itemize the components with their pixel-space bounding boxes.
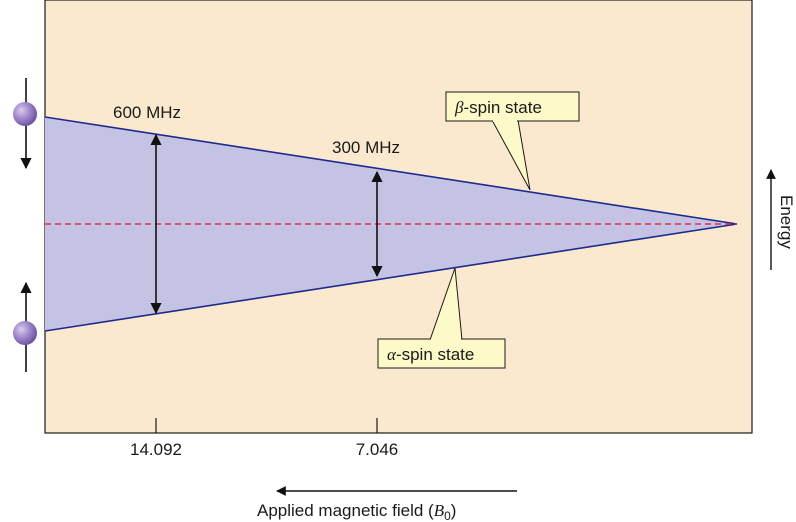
x-tick-label-7046: 7.046 (356, 440, 399, 459)
alpha-symbol: α (387, 345, 397, 364)
x-axis-title: Applied magnetic field (B0) (257, 501, 456, 522)
svg-text:β-spin state: β-spin state (454, 98, 542, 117)
x-axis-title-close: ) (451, 501, 457, 520)
alpha-spin-callout: α-spin state (377, 267, 506, 369)
x-tick-label-14092: 14.092 (130, 440, 182, 459)
x-axis-title-text: Applied magnetic field ( (257, 501, 434, 520)
x-axis-title-var: B (434, 501, 445, 520)
label-600mhz: 600 MHz (113, 103, 181, 122)
beta-spin-callout: β-spin state (445, 91, 580, 191)
beta-symbol: β (454, 98, 464, 117)
nucleus-spin-down-icon (13, 78, 37, 170)
beta-label-text: -spin state (463, 98, 541, 117)
alpha-label-text: -spin state (396, 345, 474, 364)
energy-label: Energy (777, 195, 796, 249)
svg-text:α-spin state: α-spin state (387, 345, 474, 364)
label-300mhz: 300 MHz (332, 138, 400, 157)
nucleus-spin-up-icon (13, 281, 37, 372)
x-axis-title-sub: 0 (444, 509, 451, 522)
